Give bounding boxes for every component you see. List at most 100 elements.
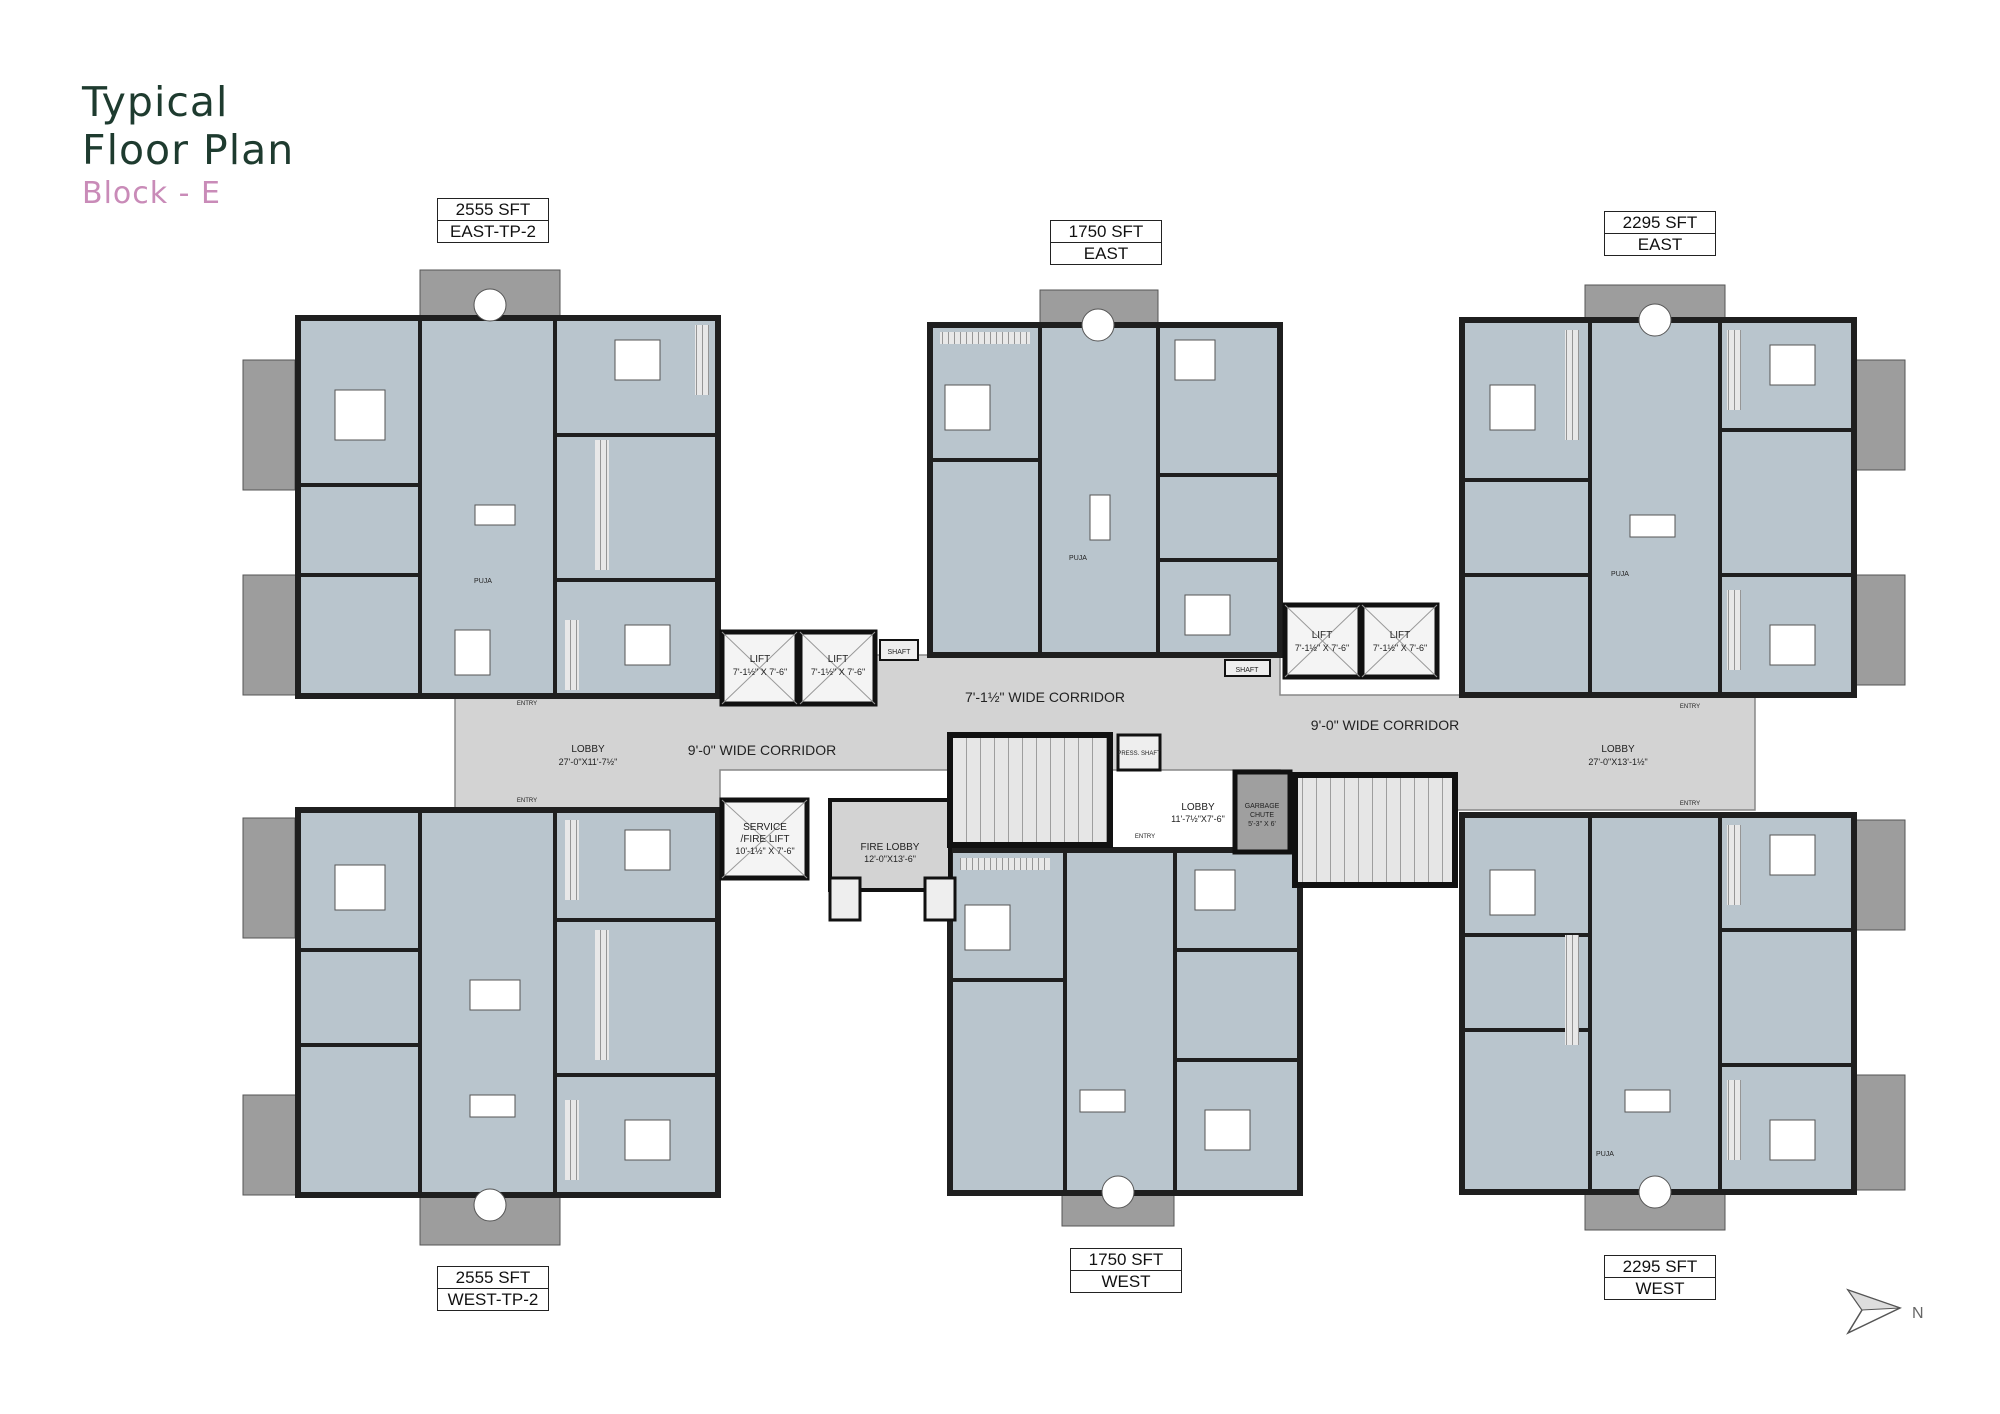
lobby-left-label: LOBBY [571,744,605,755]
bed [624,624,671,666]
balcony-table [473,1188,507,1222]
bed [1204,1109,1251,1151]
wardrobe [1727,825,1741,905]
wardrobe [940,332,1030,344]
unit-2295-west [1459,812,1906,1231]
lift-dim: 7'-1½" X 7'-6" [811,667,865,677]
bed [964,904,1011,951]
wardrobe [565,1100,579,1180]
unit-label-west-tp2: 2555 SFT WEST-TP-2 [437,1266,549,1311]
balcony [242,817,296,939]
balcony [1849,819,1906,931]
title-line-1: Typical [82,78,229,126]
unit-west-tp2 [242,807,721,1246]
puja-label: PUJA [1069,555,1087,562]
bed [614,339,661,381]
lobby-right-label: LOBBY [1601,744,1635,755]
shaft [1224,659,1271,677]
unit-type: EAST-TP-2 [438,220,548,242]
wardrobe [1565,935,1579,1045]
balcony [242,1094,304,1196]
balcony-table [1101,1175,1135,1209]
balcony-table [1638,303,1672,337]
bed [1769,834,1816,876]
staircase-left [947,732,1113,848]
dining-table [1624,1089,1671,1113]
garbage-chute-dim: 5'-3" X 6' [1248,821,1276,828]
unit-2295-east [1459,284,1906,698]
unit-area: 2295 SFT [1622,1257,1698,1276]
entry-label: ENTRY [1680,704,1700,710]
unit-area: 1750 SFT [1088,1250,1164,1269]
wardrobe [1727,590,1741,670]
bed [1174,339,1216,381]
balcony [242,359,296,491]
wardrobe [595,930,609,1060]
lift-left-1 [719,629,800,707]
wardrobe [565,820,579,900]
bed [1489,869,1536,916]
fire-shaft [923,876,957,922]
dining-table [469,1094,516,1118]
lobby-center-dim: 11'-7½"X7'-6" [1171,814,1225,824]
balcony [242,574,304,696]
unit-area: 2555 SFT [455,200,531,219]
wardrobe [565,620,579,690]
unit-label-east-tp2: 2555 SFT EAST-TP-2 [437,198,549,243]
shaft-label: SHAFT [888,649,912,656]
unit-1750-east [927,289,1283,658]
north-label: N [1912,1305,1924,1322]
bed [1184,594,1231,636]
garbage-chute-label-2: CHUTE [1250,812,1274,819]
lift-dim: 7'-1½" X 7'-6" [1295,643,1349,653]
unit-type: EAST [1605,233,1715,255]
unit-label-2295-west: 2295 SFT WEST [1604,1255,1716,1300]
dining-table [1089,494,1111,541]
dining-table [1629,514,1676,538]
dining-table [474,504,516,526]
sofa [454,629,491,676]
service-fire-lift [719,797,810,881]
shaft [879,639,919,661]
unit-type: WEST [1605,1277,1715,1299]
title-line-2: Floor Plan [82,126,295,174]
unit-area: 1750 SFT [1068,222,1144,241]
lobby-center-label: LOBBY [1181,802,1215,813]
press-shaft [1116,733,1162,772]
lobby-right-dim: 27'-0"X13'-1½" [1588,757,1647,767]
wardrobe [1727,330,1741,410]
unit-label-1750-west: 1750 SFT WEST [1070,1248,1182,1293]
dining-table [1079,1089,1126,1113]
lift-right-2 [1359,602,1440,680]
entry-label: ENTRY [1135,834,1155,840]
lift-left-2 [797,629,878,707]
bed [1769,624,1816,666]
fire-lobby-label: FIRE LOBBY [861,842,920,853]
fire-lobby-dim: 12'-0"X13'-6" [864,854,916,864]
wardrobe [960,858,1050,870]
fire-shaft [828,876,862,922]
balcony [1849,359,1906,471]
unit-type: EAST [1051,242,1161,264]
garbage-chute-label-1: GARBAGE [1245,803,1280,810]
service-lift-label-1: SERVICE [743,822,787,833]
staircase-right [1292,772,1458,888]
lift-label: LIFT [828,654,849,665]
unit-type: WEST-TP-2 [438,1288,548,1310]
entry-label: ENTRY [1680,801,1700,807]
wardrobe [695,325,709,395]
unit-area: 2295 SFT [1622,213,1698,232]
bed [624,829,671,871]
bed [1489,384,1536,431]
unit-east-tp2 [242,269,721,699]
press-shaft-label: PRESS. SHAFT [1117,751,1161,757]
unit-type: WEST [1071,1270,1181,1292]
north-arrow-icon: N [1846,1288,1924,1335]
bed [624,1119,671,1161]
lobby-left-dim: 27'-0"X11'-7½" [559,757,618,767]
bed [1769,1119,1816,1161]
unit-label-1750-east: 1750 SFT EAST [1050,220,1162,265]
wardrobe [595,440,609,570]
balcony [1849,574,1906,686]
